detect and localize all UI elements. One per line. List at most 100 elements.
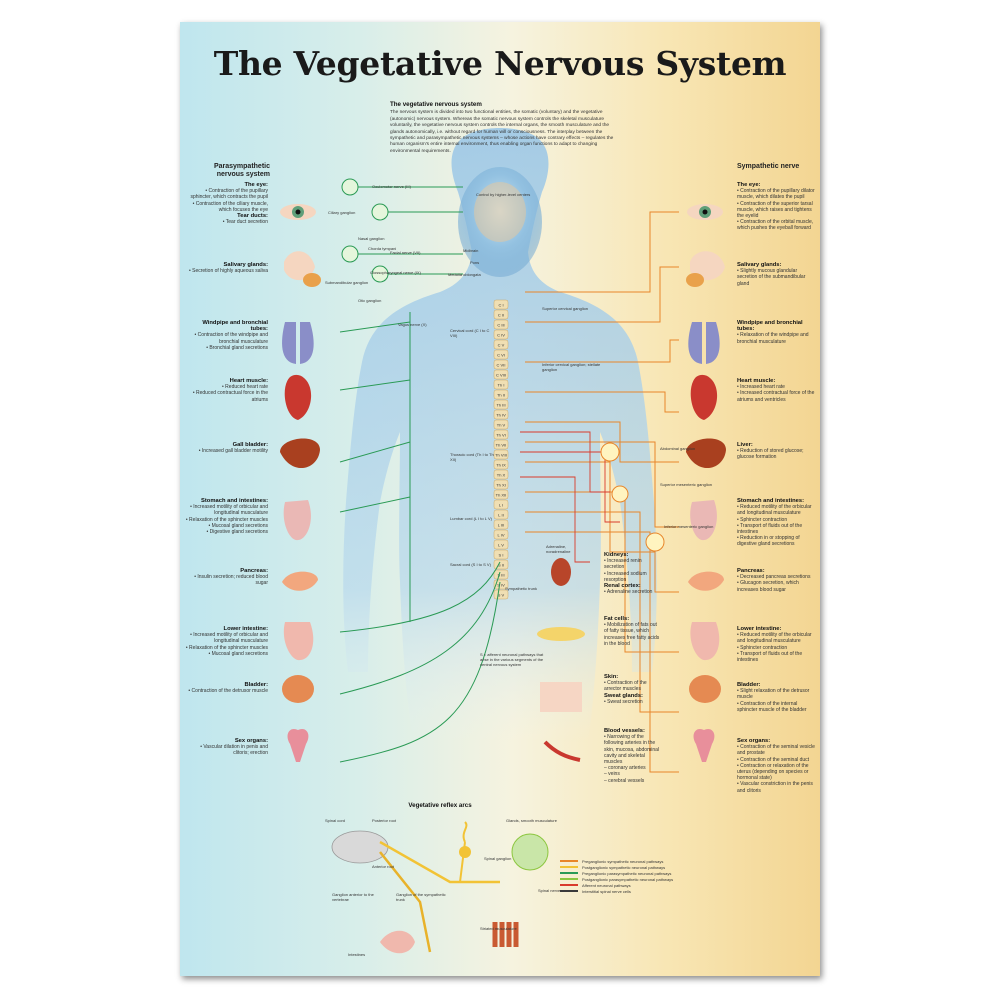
left_items-item-title: Sex organs:: [234, 738, 268, 744]
left_items-item-line: • Increased motility of orbicular and lo…: [190, 504, 268, 517]
vertebra: [493, 549, 509, 560]
sympathetic-ganglia: [600, 442, 665, 552]
left_items-item: Bladder:• Contraction of the detrusor mu…: [184, 682, 268, 694]
right_items-item: Salivary glands:• Slightly mucous glandu…: [737, 262, 817, 287]
reflex-arc-label: Anterior root: [372, 864, 395, 869]
right_items-item-line: • Relaxation of the windpipe and bronchi…: [737, 332, 809, 345]
right_items-item: The eye:• Contraction of the pupillary d…: [737, 182, 817, 232]
brain-region-label: Pons: [470, 260, 480, 265]
vertebra: [493, 369, 509, 380]
right_items-item-title: Pancreas:: [737, 568, 765, 574]
reflex-arc-label: Spinal nerve: [538, 888, 561, 893]
right_items-item-line: • Glucagon secretion, which increases bl…: [737, 580, 799, 593]
vertebra-label: L II: [498, 513, 503, 518]
right_items-item: Heart muscle:• Increased heart rate• Inc…: [737, 378, 817, 403]
reflex-arc-label: Striated musculature: [480, 926, 517, 931]
vertebra-label: S III: [497, 573, 504, 578]
right_items-item-title: Liver:: [737, 442, 753, 448]
right_items-item-title: Lower intestine:: [737, 626, 782, 632]
right_items-item-line: • Increased contractual force of the atr…: [737, 390, 815, 403]
cranial-nerve-label: Facial nerve (VII): [390, 250, 421, 255]
vertebra-label: C VII: [497, 363, 506, 368]
vertebra-label: C V: [498, 343, 505, 348]
vertebra-label: C II: [498, 313, 504, 318]
right_items-item-line: • Slight relaxation of the detrusor musc…: [737, 688, 810, 701]
left_items-item-title: Pancreas:: [240, 568, 268, 574]
right_items-item-line: • Reduced motility of the orbicular and …: [737, 632, 812, 645]
right_items-item-title: Sex organs:: [737, 738, 771, 744]
right_items-item-line: • Contraction of the seminal vesicle and…: [737, 744, 815, 757]
left_items-item: The eye:• Contraction of the pupillary s…: [184, 182, 268, 225]
vertebra: [493, 349, 509, 360]
left_items-item: Lower intestine:• Increased motility of …: [184, 626, 268, 657]
reflex-arc-label: Spinal cord: [325, 818, 346, 823]
sympathetic-heading: Sympathetic nerve: [737, 163, 800, 170]
vertebra-label: Th XII: [496, 493, 507, 498]
vertebra-label: L III: [498, 523, 505, 528]
cranial-nerve-label: Vagus nerve (X): [398, 322, 427, 327]
vertebra: [493, 409, 509, 420]
vertebra-label: Th II: [497, 393, 505, 398]
vertebra: [493, 519, 509, 530]
vertebra-label: Th V: [497, 423, 506, 428]
center_items-item-line: • Adrenaline secretion: [604, 589, 653, 596]
vertebra-label: L I: [499, 503, 503, 508]
vertebra: [493, 459, 509, 470]
right_items-item-line: • Reduction of stored glucose; glucose f…: [737, 448, 804, 461]
left_items-item-line: • Relaxation of the sphincter muscles: [185, 516, 268, 523]
right_items-item-line: • Sphincter contraction: [737, 644, 788, 651]
center-organ-illustrations: [537, 558, 585, 762]
left_items-item: Sex organs:• Vascular dilation in penis …: [184, 738, 268, 757]
left_items-item-line: • Secretion of highly aqueous saliva: [188, 268, 268, 275]
vertebra: [493, 489, 509, 500]
vertebra: [493, 569, 509, 580]
vertebra-label: L IV: [498, 533, 505, 538]
pathway-legend: Preganglionic sympathetic neuronal pathw…: [560, 858, 673, 894]
vertebra: [493, 469, 509, 480]
left_items-item-title: Windpipe and bronchial tubes:: [202, 320, 268, 333]
right_items-item-line: • Contraction of the superior tarsal mus…: [737, 200, 813, 220]
vertebra: [493, 529, 509, 540]
vertebra-label: C VIII: [496, 373, 506, 378]
reflex-arc-label: Spinal ganglion: [484, 856, 512, 861]
center_items-item-title: Fat cells:: [604, 616, 630, 622]
center_items-item: Fat cells:• Mobilization of fats out of …: [604, 616, 662, 647]
right_items-item-line: • Decreased pancreas secretions: [737, 574, 811, 581]
right-organ-illustrations: [686, 204, 726, 762]
left_items-item-line: • Vascular dilation in penis and clitori…: [200, 744, 268, 757]
vertebra-label: Th X: [497, 473, 506, 478]
right_items-item-line: • Transport of fluids out of the intesti…: [737, 522, 803, 536]
left_items-item-line: • Increased gall bladder motility: [198, 448, 268, 455]
intro-text: The nervous system is divided into two f…: [390, 110, 614, 154]
right_items-item-title: The eye:: [737, 182, 761, 188]
center_items-item: Blood vessels:• Narrowing of the followi…: [604, 728, 662, 784]
ganglion-label: Ciliary ganglion: [328, 210, 356, 215]
vertebra-label: Th VI: [496, 433, 506, 438]
left_items-item-line: • Contraction of the ciliary muscle, whi…: [192, 200, 268, 213]
left_items-item-line: • Reduced heart rate: [222, 384, 268, 391]
center_items-item-title: Renal cortex:: [604, 583, 641, 590]
vertebra-label: Th VII: [496, 443, 507, 448]
vertebra: [493, 309, 509, 320]
cranial-nerve-label: Oculomotor nerve (III): [372, 184, 411, 189]
left_items-item: Gall bladder:• Increased gall bladder mo…: [184, 442, 268, 454]
center_items-item-title: Kidneys:: [604, 552, 629, 558]
legend-row: Preganglionic sympathetic neuronal pathw…: [560, 858, 673, 864]
right_items-item: Liver:• Reduction of stored glucose; glu…: [737, 442, 817, 461]
left_items-item-title: The eye:: [244, 182, 268, 188]
vertebra: [493, 299, 509, 310]
right_items-item-line: • Reduced motility of the orbicular and …: [737, 504, 812, 517]
legend-row: Preganglionic parasympathetic neuronal p…: [560, 870, 673, 876]
vertebra: [493, 579, 509, 590]
vertebra-label: L V: [498, 543, 504, 548]
left_items-item-title: Bladder:: [244, 682, 268, 688]
parasympathetic-pathways: [339, 186, 501, 763]
left_items-item-title: Gall bladder:: [232, 442, 268, 448]
center_items-item-title: Blood vessels:: [604, 728, 645, 734]
sympathetic-ganglion-label: Superior mesenteric ganglion: [660, 482, 713, 487]
vertebra-label: Th XI: [496, 483, 506, 488]
left_items-item: Heart muscle:• Reduced heart rate• Reduc…: [184, 378, 268, 403]
legend-row: Postganglionic parasympathetic neuronal …: [560, 876, 673, 882]
right_items-item-line: • Vascular constriction in the penis and…: [737, 781, 813, 794]
